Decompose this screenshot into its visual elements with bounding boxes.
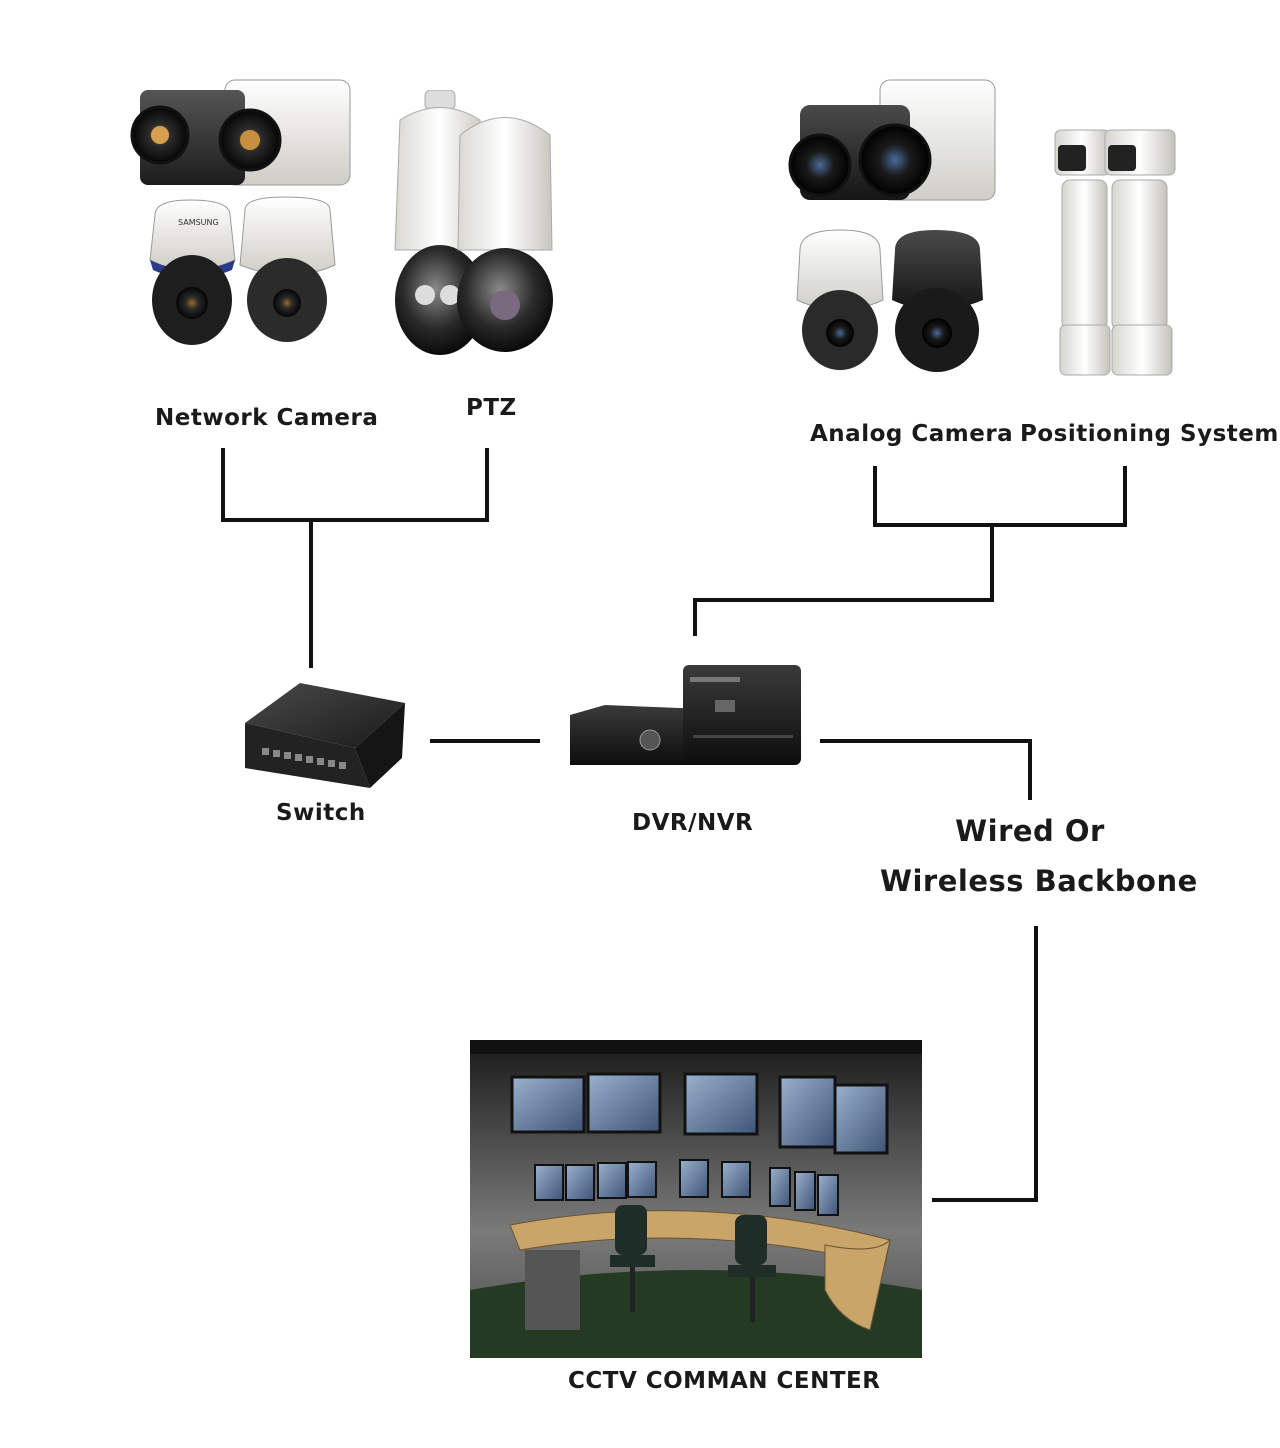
brand-text: SAMSUNG (178, 218, 219, 227)
wire-dvr-to-backbone (820, 739, 1032, 800)
wire-analog-positioning (873, 466, 1127, 527)
analog-camera-image (788, 79, 996, 372)
dvr-nvr-image (570, 665, 801, 765)
wire-network-camera-ptz (221, 448, 489, 522)
label-backbone-line2: Wireless Backbone (880, 864, 1198, 898)
label-switch: Switch (276, 800, 366, 826)
ptz-camera-image (394, 90, 553, 355)
command-center-image (470, 1040, 922, 1358)
label-analog-camera: Analog Camera (810, 421, 1014, 447)
label-positioning-system: Positioning System (1020, 421, 1279, 447)
label-ptz: PTZ (466, 395, 517, 421)
switch-image (245, 683, 405, 788)
network-camera-image: SAMSUNG (130, 79, 351, 345)
label-backbone: Wired Or Wireless Backbone (880, 806, 1198, 906)
label-backbone-line1: Wired Or (955, 814, 1105, 848)
label-command-center: CCTV COMMAN CENTER (568, 1368, 881, 1394)
label-dvr-nvr: DVR/NVR (632, 810, 754, 836)
wire-analog-to-dvr (693, 525, 994, 636)
label-network-camera: Network Camera (155, 405, 379, 431)
wire-backbone-to-command-center (932, 926, 1038, 1202)
positioning-system-image (1054, 129, 1176, 376)
